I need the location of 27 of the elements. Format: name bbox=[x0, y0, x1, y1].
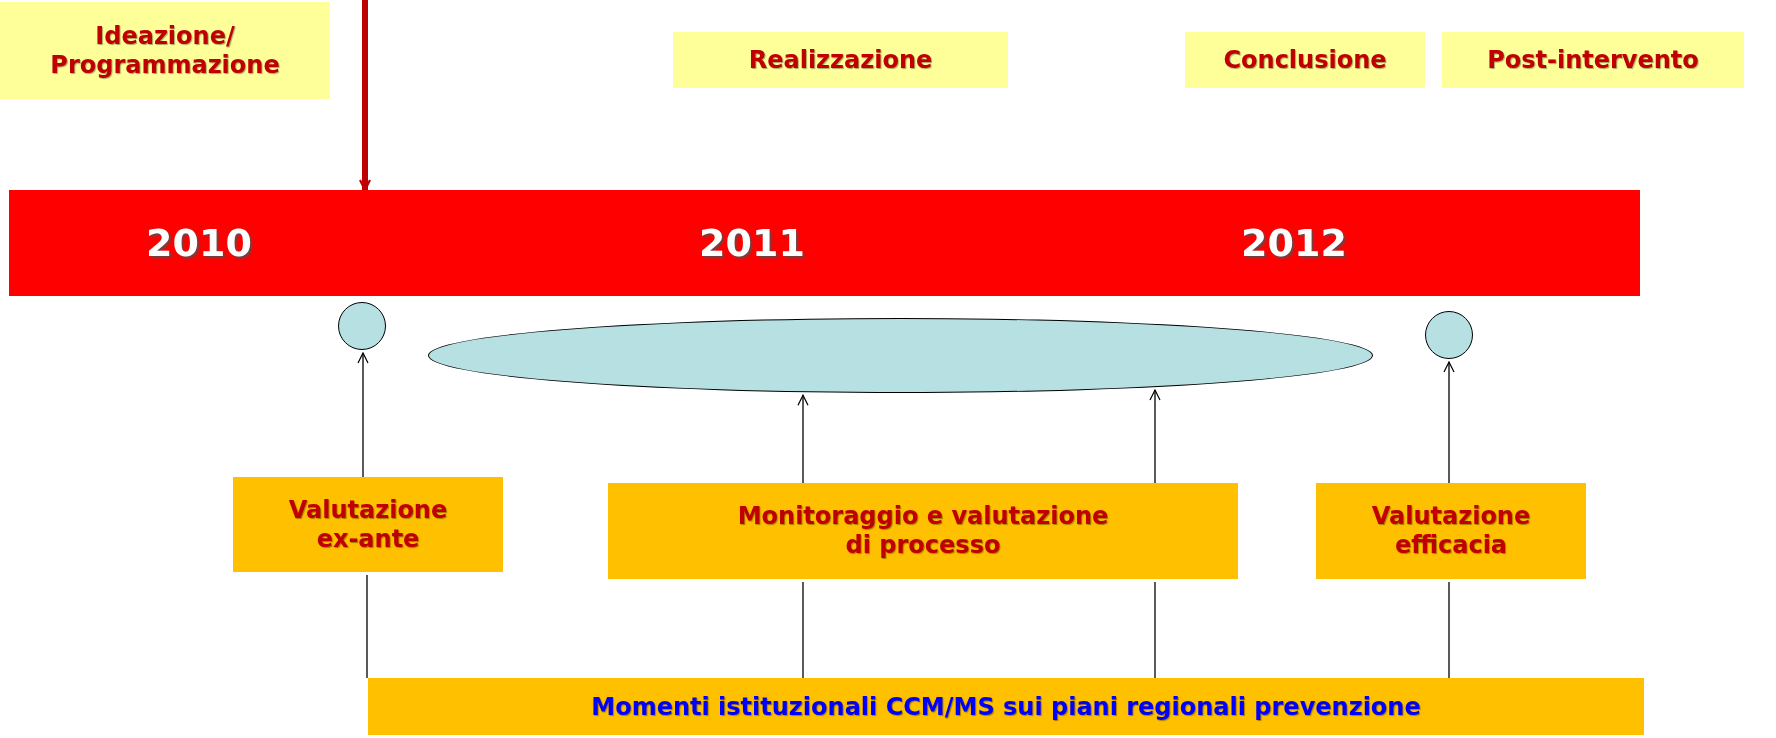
phase-box bbox=[0, 2, 330, 99]
evaluation-box bbox=[608, 483, 1238, 579]
year-label: 2011 bbox=[699, 221, 805, 265]
arrow bbox=[1149, 389, 1161, 484]
year-label: 2010 bbox=[146, 221, 252, 265]
phase-label: Post-intervento bbox=[1487, 45, 1699, 75]
milestone-circle bbox=[1425, 311, 1473, 359]
evaluation-label: Monitoraggio e valutazione di processo bbox=[736, 502, 1110, 560]
phase-box bbox=[673, 32, 1008, 88]
evaluation-box bbox=[233, 477, 503, 572]
phase-label: Conclusione bbox=[1223, 45, 1387, 75]
phase-box bbox=[1185, 32, 1425, 88]
phase-box bbox=[1442, 32, 1744, 88]
arrow bbox=[797, 394, 809, 484]
arrow bbox=[1443, 361, 1455, 484]
arrow bbox=[357, 352, 369, 478]
evaluation-label: Valutazione ex-ante bbox=[287, 495, 449, 554]
phase-label: Ideazione/ Programmazione bbox=[49, 21, 281, 80]
evaluation-label: Valutazione efficacia bbox=[1370, 502, 1532, 560]
timeline-bar bbox=[9, 190, 1640, 296]
milestone-circle bbox=[338, 302, 386, 350]
evaluation-box bbox=[1316, 483, 1586, 579]
arrow bbox=[358, 0, 372, 192]
year-label: 2012 bbox=[1241, 221, 1347, 265]
institutional-label: Momenti istituzionali CCM/MS sui piani regionali prevenzione bbox=[591, 692, 1421, 721]
phase-label: Realizzazione bbox=[748, 45, 933, 75]
institutional-box bbox=[368, 678, 1644, 735]
